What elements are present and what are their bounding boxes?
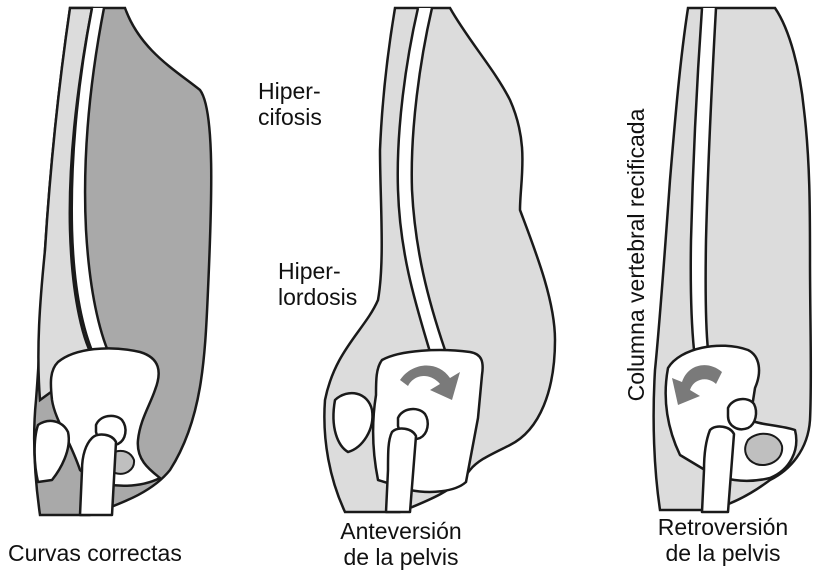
caption-retroversion-line-2: de la pelvis bbox=[648, 540, 798, 566]
figure-retroversion bbox=[654, 8, 811, 512]
label-hyperlordosis-line-2: lordosis bbox=[278, 284, 357, 310]
femur-3 bbox=[702, 427, 734, 512]
caption-anteversion-line-1: Anteversión bbox=[328, 518, 474, 544]
caption-correct-curves: Curvas correctas bbox=[8, 540, 182, 566]
obturator-3 bbox=[745, 434, 782, 465]
label-hyperlordosis: Hiper- lordosis bbox=[278, 258, 357, 310]
label-hyperkyphosis-line-2: cifosis bbox=[258, 104, 322, 130]
caption-retroversion-line-1: Retroversión bbox=[648, 514, 798, 540]
figure-correct-curves bbox=[34, 8, 211, 515]
label-hyperkyphosis: Hiper- cifosis bbox=[258, 78, 322, 130]
caption-retroversion: Retroversión de la pelvis bbox=[648, 514, 798, 566]
caption-correct-line-1: Curvas correctas bbox=[8, 540, 182, 566]
label-straightened-spine: Columna vertebral recificada bbox=[621, 85, 651, 425]
caption-anteversion: Anteversión de la pelvis bbox=[328, 518, 474, 570]
caption-anteversion-line-2: de la pelvis bbox=[328, 544, 474, 570]
label-hyperkyphosis-line-1: Hiper- bbox=[258, 78, 322, 104]
label-hyperlordosis-line-1: Hiper- bbox=[278, 258, 357, 284]
femur-1 bbox=[80, 435, 116, 515]
femur-2 bbox=[386, 429, 416, 512]
femur-head-3 bbox=[728, 399, 756, 429]
figure-anteversion bbox=[324, 8, 555, 512]
